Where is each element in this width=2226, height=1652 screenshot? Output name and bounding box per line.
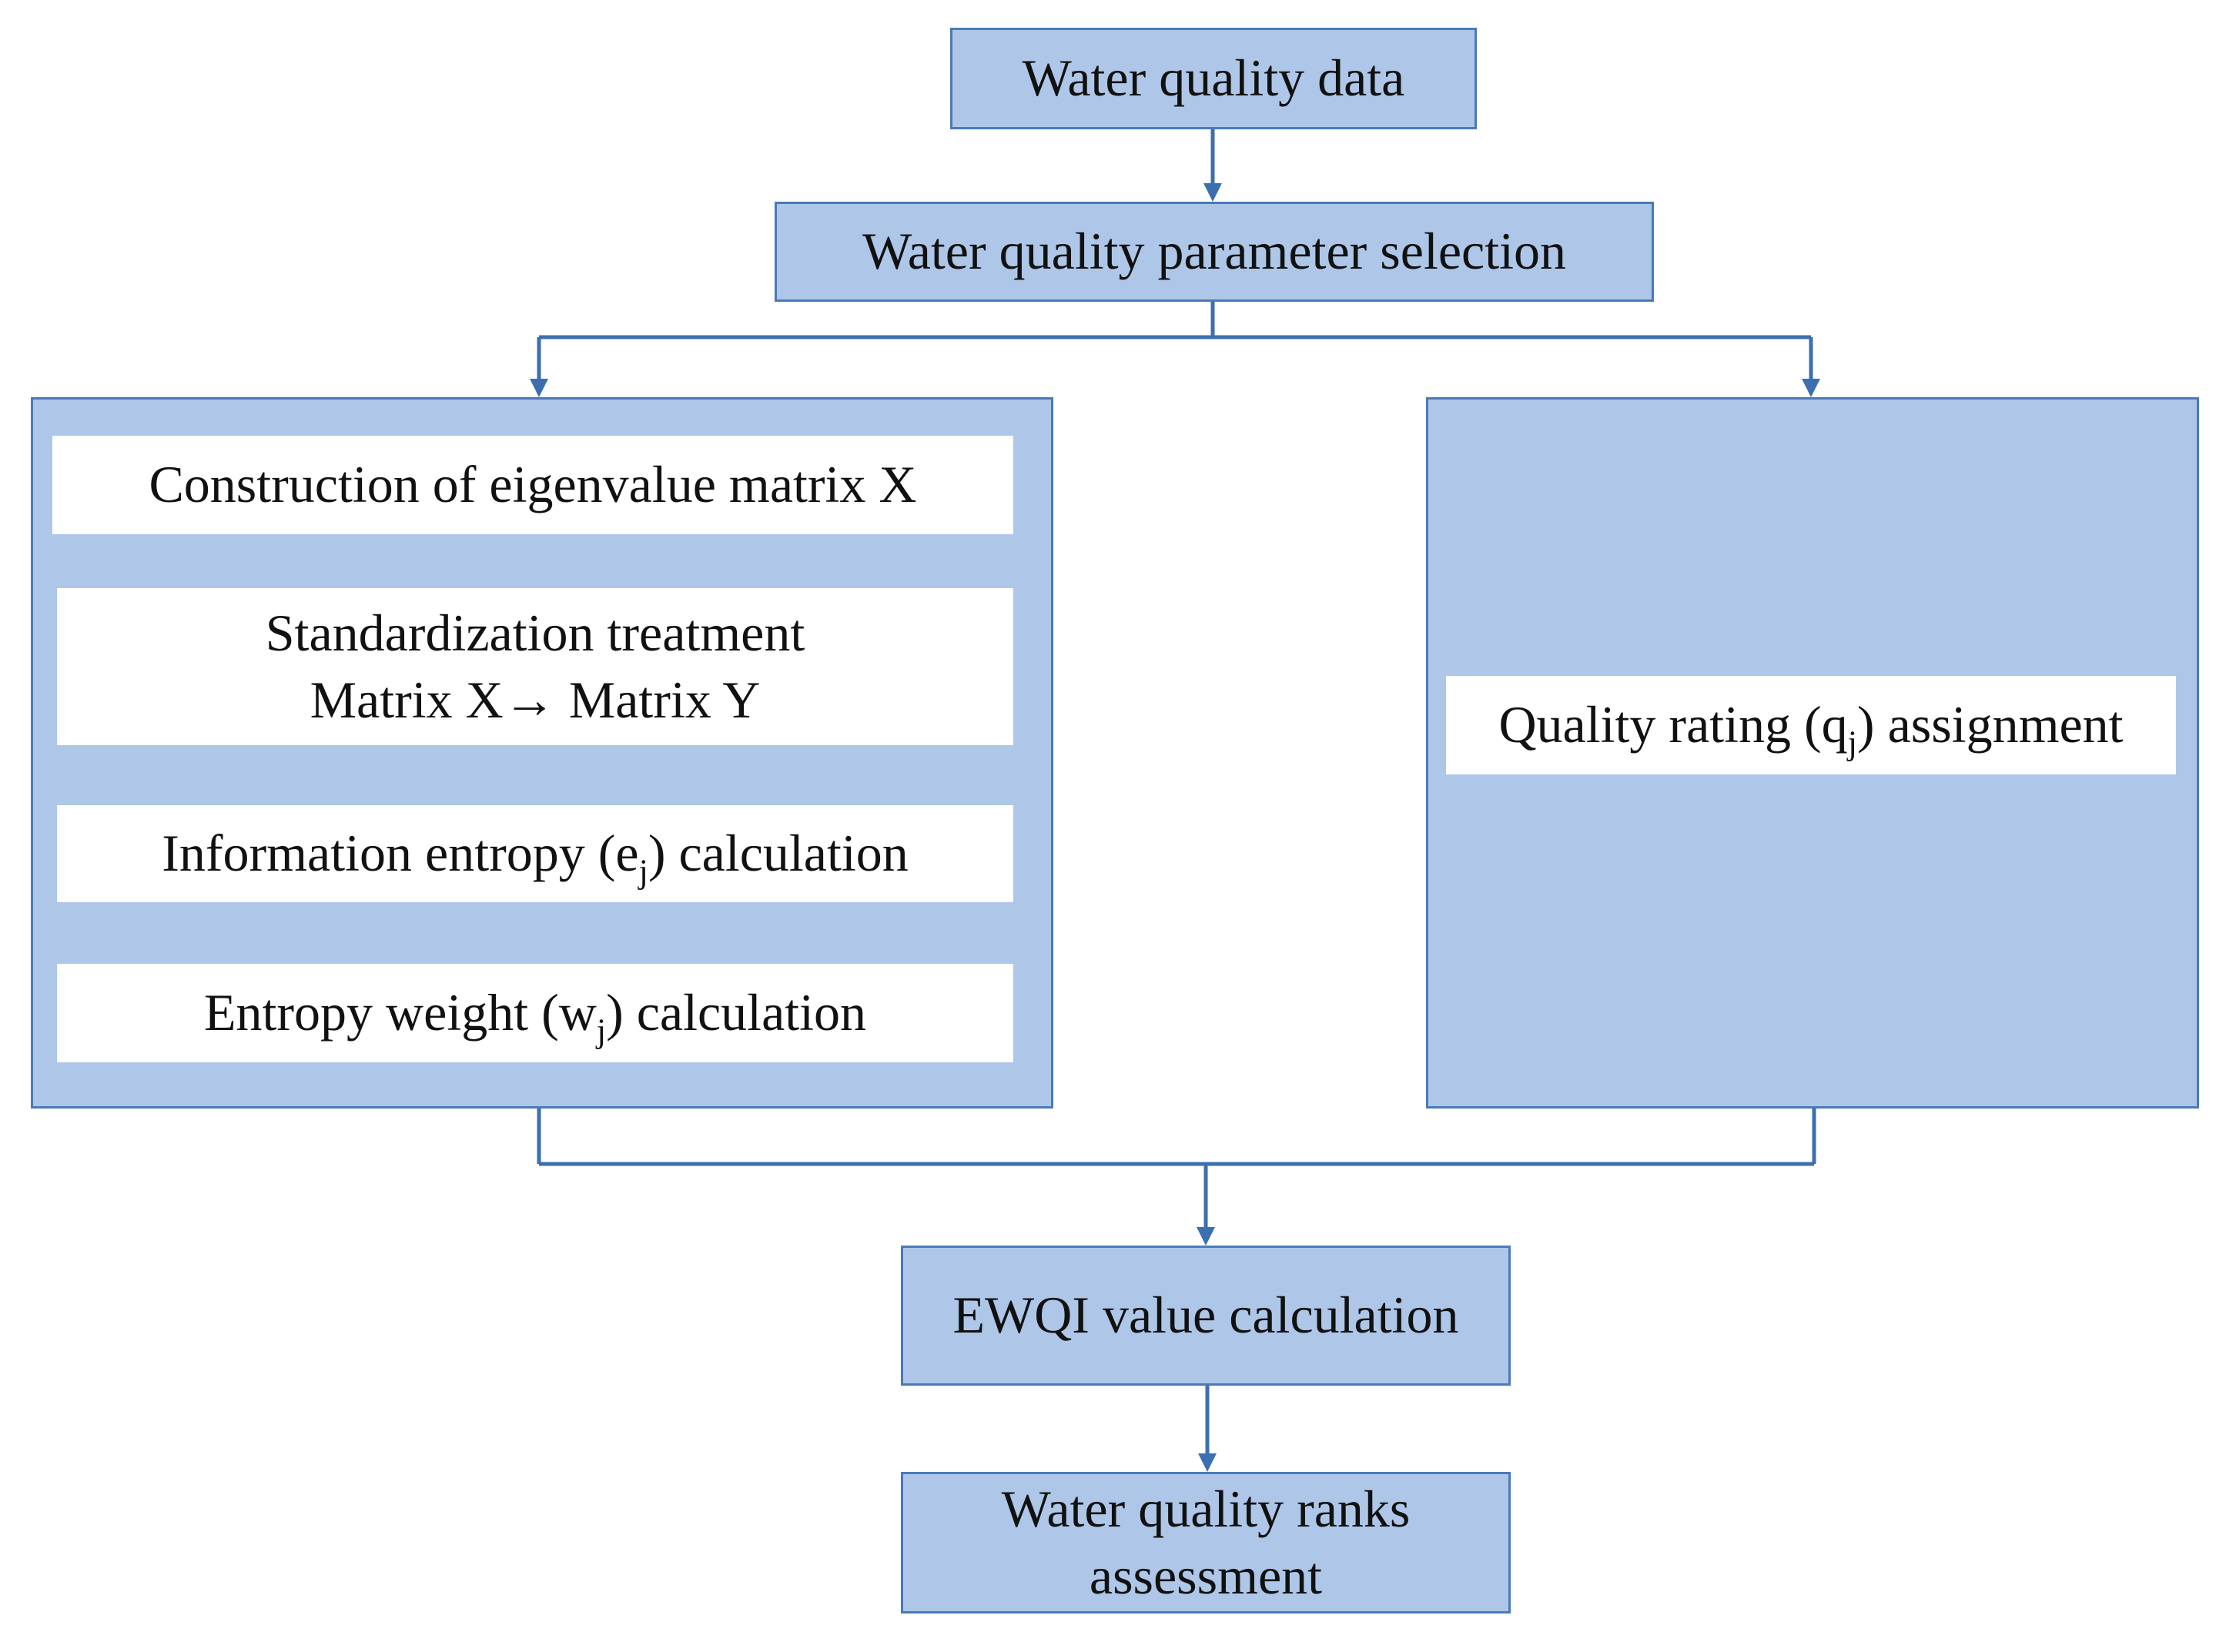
quality-rating-step: Quality rating (qj) assignment	[1446, 676, 2176, 774]
water-quality-ranks-line2: assessment	[1089, 1547, 1323, 1605]
information-entropy-subscript: j	[638, 852, 648, 891]
water-quality-ranks-box: Water quality ranks assessment	[901, 1472, 1511, 1614]
ewqi-calculation-box: EWQI value calculation	[901, 1246, 1511, 1386]
information-entropy-step: Information entropy (ej) calculation	[57, 805, 1013, 902]
entropy-weight-suffix: ) calculation	[606, 983, 867, 1042]
entropy-weight-label: Entropy weight (wj) calculation	[203, 979, 867, 1048]
arrowhead-ranks	[1198, 1453, 1217, 1472]
information-entropy-label: Information entropy (ej) calculation	[162, 820, 909, 888]
arrowhead-left-panel	[530, 379, 548, 397]
quality-rating-prefix: Quality rating (q	[1498, 695, 1848, 754]
water-quality-ranks-line1: Water quality ranks	[1001, 1479, 1411, 1538]
parameter-selection-label: Water quality parameter selection	[862, 222, 1566, 281]
entropy-weight-subscript: j	[596, 1012, 607, 1050]
arrowhead-ewqi	[1197, 1227, 1215, 1246]
eigenvalue-matrix-step: Construction of eigenvalue matrix X	[52, 436, 1013, 534]
standardization-label-line2: Matrix X→ Matrix Y	[310, 670, 761, 729]
quality-rating-suffix: ) assignment	[1856, 695, 2124, 754]
water-quality-data-label: Water quality data	[1022, 48, 1405, 108]
information-entropy-suffix: ) calculation	[648, 824, 909, 883]
ewqi-calculation-label: EWQI value calculation	[952, 1286, 1459, 1345]
arrowhead-right-panel	[1802, 379, 1820, 397]
parameter-selection-box: Water quality parameter selection	[775, 202, 1654, 302]
entropy-weight-step: Entropy weight (wj) calculation	[57, 964, 1013, 1062]
eigenvalue-matrix-label: Construction of eigenvalue matrix X	[149, 455, 917, 514]
standardization-step: Standardization treatment Matrix X→ Matr…	[57, 588, 1013, 745]
quality-rating-label: Quality rating (qj) assignment	[1498, 691, 2124, 760]
arrowhead-selection	[1203, 183, 1222, 202]
entropy-weight-prefix: Entropy weight (w	[203, 983, 597, 1042]
quality-rating-subscript: j	[1847, 724, 1857, 762]
water-quality-data-box: Water quality data	[950, 28, 1477, 129]
standardization-label-line1: Standardization treatment	[265, 603, 805, 662]
information-entropy-prefix: Information entropy (e	[162, 824, 639, 883]
